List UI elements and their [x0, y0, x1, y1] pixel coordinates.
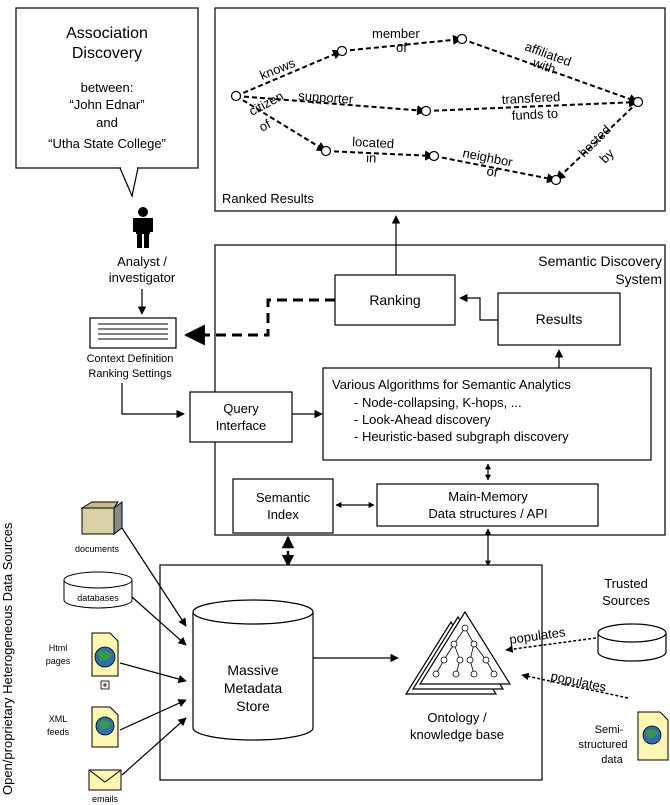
- semantic-index-label-2: Index: [267, 507, 299, 522]
- xml-feed-icon: [91, 706, 119, 748]
- query-label-2: Interface: [216, 418, 267, 433]
- edge-label-member-1: member: [372, 26, 420, 41]
- ranking-label: Ranking: [369, 292, 420, 308]
- dashed-arrow-ranking-to-context: [183, 298, 335, 346]
- association-entity2: “Utha State College”: [48, 136, 166, 151]
- source-arrows: [119, 527, 187, 776]
- trusted-label-1: Trusted: [604, 576, 648, 591]
- populates-label-2: populates: [549, 668, 608, 694]
- documents-folder-icon: [80, 501, 123, 535]
- edge-label-transfered-1: transfered: [501, 89, 560, 107]
- trusted-database-icon: [597, 623, 667, 662]
- html-label-2: pages: [46, 656, 71, 666]
- context-label-1: Context Definition: [87, 353, 174, 365]
- graph-nodes: [230, 33, 644, 186]
- edge-label-located-1: located: [352, 134, 395, 151]
- graph-node: [550, 174, 562, 186]
- semi-label-1: Semi-: [595, 724, 624, 736]
- html-label-1: Html: [49, 643, 68, 653]
- graph-node: [428, 150, 440, 162]
- graph-node: [632, 96, 644, 108]
- edge-label-transfered-2: funds to: [511, 106, 558, 123]
- association-discovery-box: Association Discovery between: “John Edn…: [15, 7, 199, 198]
- graph-node: [420, 105, 432, 117]
- semantic-index-label-1: Semantic: [256, 490, 311, 505]
- main-memory-box: [376, 483, 599, 527]
- store-label-2: Metadata: [224, 680, 283, 696]
- semi-label-3: data: [601, 754, 623, 766]
- arrow-results-to-ranking: [459, 293, 498, 321]
- association-entity1: “John Ednar”: [69, 97, 144, 112]
- semi-structured-doc-icon: [637, 711, 669, 761]
- analyst-label-1: Analyst /: [117, 254, 167, 269]
- emails-label: emails: [92, 794, 119, 804]
- store-label-1: Massive: [227, 662, 279, 678]
- system-title-1: Semantic Discovery: [538, 253, 662, 269]
- email-envelope-icon: [88, 769, 122, 791]
- analyst-label-2: investigator: [109, 270, 176, 285]
- edge-label-supporter: supporter: [298, 88, 355, 107]
- results-graph: [235, 34, 639, 184]
- semi-label-2: structured: [579, 739, 628, 751]
- database-cylinder-icon: [192, 599, 314, 741]
- graph-node: [456, 33, 468, 45]
- ontology-label-2: knowledge base: [410, 727, 504, 742]
- ontology-icon: [404, 610, 512, 695]
- context-label-2: Ranking Settings: [88, 368, 172, 380]
- ontology-label-1: Ontology /: [427, 710, 487, 725]
- xml-label-2: feeds: [47, 727, 70, 737]
- algorithms-item-2: - Look-Ahead discovery: [354, 412, 491, 427]
- sources-vertical-label: Open/proprietary Heterogeneous Data Sour…: [0, 522, 15, 795]
- html-page-icon: [91, 632, 119, 690]
- algorithms-item-3: - Heuristic-based subgraph discovery: [354, 429, 569, 444]
- semantic-index-box: [232, 478, 334, 534]
- association-title-1: Association: [66, 25, 148, 42]
- databases-disk-icon: [63, 571, 133, 609]
- arrow-semi-populates: [521, 672, 629, 699]
- ranked-results-box: Ranked Results: [214, 7, 666, 212]
- query-label-1: Query: [223, 401, 259, 416]
- algorithms-title: Various Algorithms for Semantic Analytic…: [332, 377, 571, 392]
- documents-label: documents: [75, 544, 120, 554]
- system-title-2: System: [615, 271, 662, 287]
- association-between: between:: [81, 80, 134, 95]
- ranked-results-title: Ranked Results: [222, 191, 314, 206]
- results-label: Results: [536, 311, 583, 327]
- context-lines: [98, 323, 168, 340]
- query-interface-box: [189, 391, 293, 443]
- main-memory-label-1: Main-Memory: [448, 489, 528, 504]
- results-box: [497, 292, 621, 346]
- context-definition-icon: [89, 317, 177, 349]
- graph-node: [320, 145, 332, 157]
- analyst-person-icon: [133, 207, 153, 248]
- association-and: and: [96, 115, 118, 130]
- xml-label-1: XML: [49, 714, 68, 724]
- edge-label-member-2: of: [396, 40, 407, 55]
- graph-node: [336, 45, 348, 57]
- association-title-2: Discovery: [72, 45, 142, 62]
- main-memory-label-2: Data structures / API: [428, 506, 547, 521]
- arrow-trusted-populates: [505, 637, 597, 653]
- algorithms-box: [322, 367, 652, 461]
- arrow-context-to-query: [121, 383, 185, 419]
- edge-label-neighbor-2: of: [485, 163, 499, 180]
- trusted-label-2: Sources: [602, 593, 650, 608]
- algorithms-item-1: - Node-collapsing, K-hops, ...: [354, 395, 522, 410]
- edge-label-located-2: in: [366, 150, 377, 166]
- ranking-box: [334, 274, 456, 326]
- store-label-3: Store: [236, 698, 270, 714]
- graph-node: [230, 90, 242, 102]
- databases-label: databases: [77, 593, 119, 603]
